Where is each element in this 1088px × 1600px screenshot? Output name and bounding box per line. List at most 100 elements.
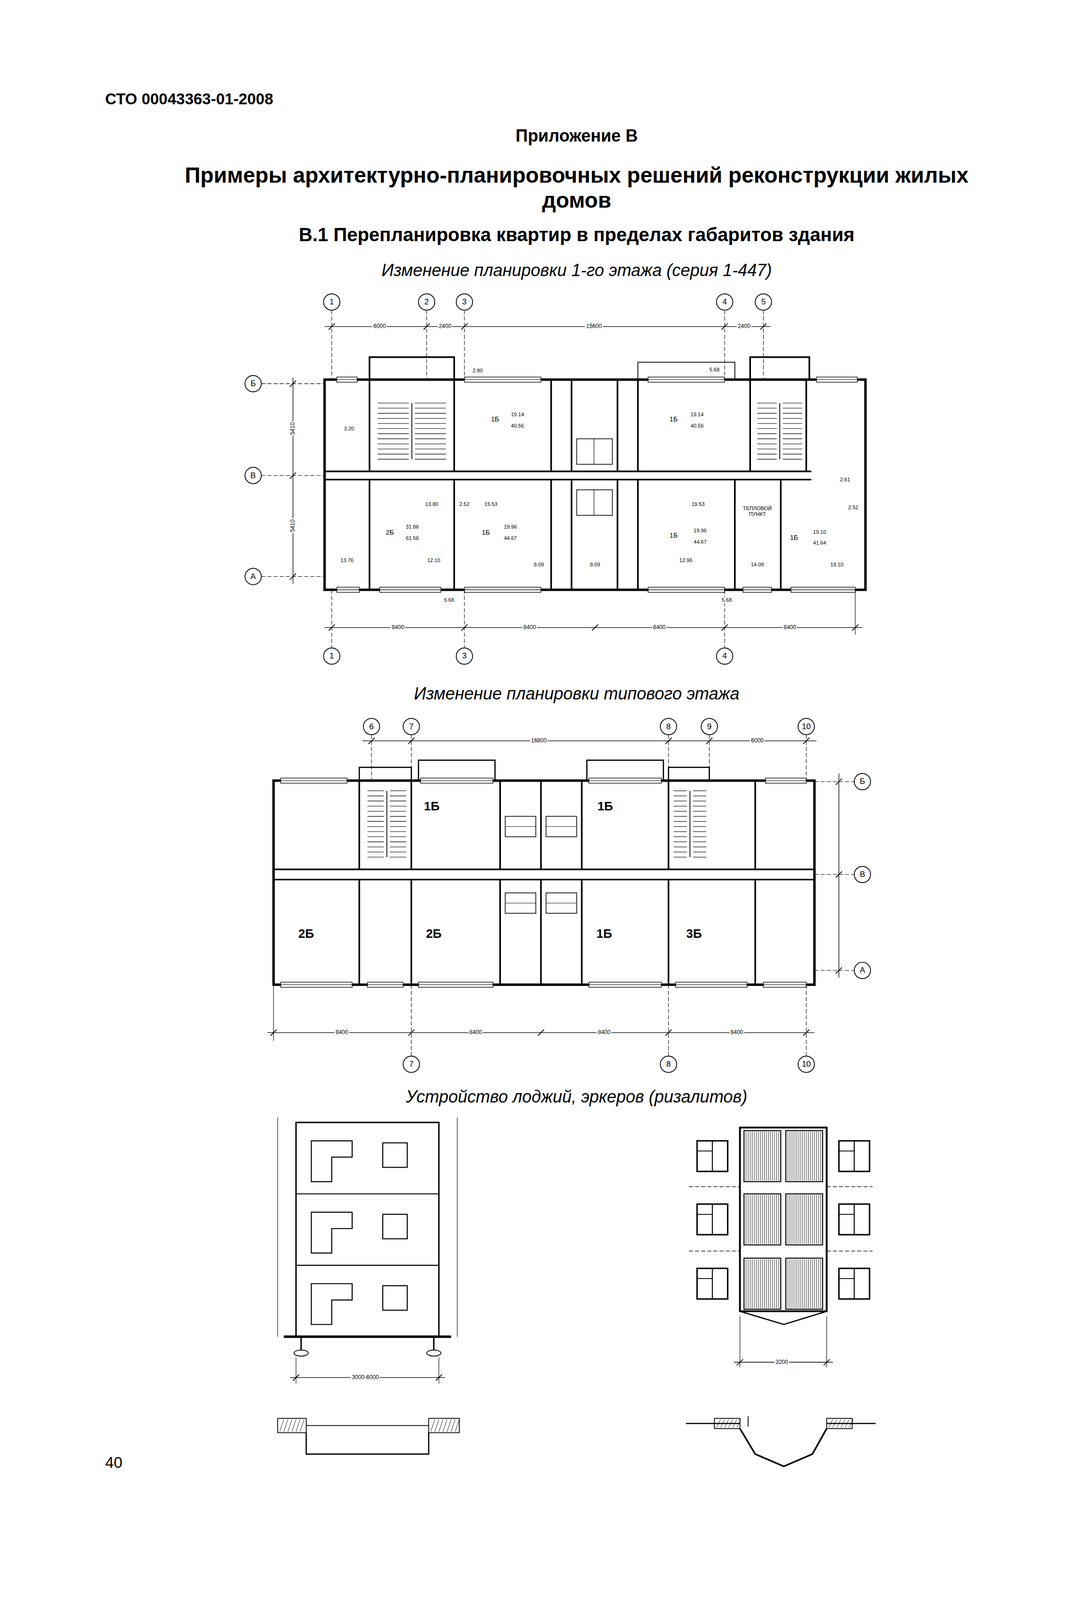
- drawing-line: [367, 841, 384, 843]
- drawing-line: [367, 851, 384, 853]
- dimension: 3200: [774, 1359, 790, 1366]
- axis-marker: А: [859, 966, 865, 976]
- drawing-line: [782, 443, 802, 445]
- drawing-line: [539, 879, 542, 986]
- drawing-line: [768, 1195, 769, 1245]
- drawing-line: [550, 379, 552, 472]
- drawing-line: [782, 454, 802, 455]
- drawing-line: [665, 737, 672, 744]
- room-area: 13.76: [339, 557, 355, 564]
- drawing-line: [816, 1259, 817, 1309]
- drawing-line: [721, 323, 728, 330]
- drawing-line: [692, 841, 707, 843]
- dimension: 8400: [782, 624, 798, 631]
- drawing-line: [367, 801, 384, 802]
- figure-subtitle: Изменение планировки 1-го этажа (серия 1…: [381, 261, 772, 280]
- drawing-line: [358, 879, 360, 986]
- drawing-line: [747, 1416, 749, 1427]
- drawing-line: [280, 780, 348, 781]
- drawing-line: [795, 1131, 797, 1181]
- drawing-line: [673, 851, 687, 853]
- drawing-line: [764, 1195, 765, 1245]
- drawing-line: [756, 1259, 757, 1309]
- dimension: 8400: [468, 1029, 483, 1037]
- drawing-outline: [311, 1140, 353, 1182]
- drawing-line: [812, 1131, 813, 1181]
- drawing-rect: [420, 778, 494, 784]
- drawing-line: [835, 967, 843, 974]
- drawing-rect: [367, 982, 404, 988]
- room-area: 14.09: [750, 561, 766, 568]
- dimension: 2400: [437, 323, 453, 330]
- drawing-line: [774, 1259, 776, 1309]
- figure-subtitle: Изменение планировки типового этажа: [413, 684, 740, 704]
- drawing-line: [750, 1195, 751, 1245]
- drawing-line: [273, 868, 815, 870]
- drawing-rect: [576, 438, 613, 465]
- drawing-line: [692, 826, 707, 827]
- apartment-type: 1Б: [668, 531, 679, 540]
- drawing-line: [692, 795, 707, 797]
- drawing-line: [747, 1259, 749, 1309]
- axis-circle: [716, 648, 734, 665]
- drawing-line: [806, 1195, 807, 1245]
- drawing-line: [408, 1029, 415, 1036]
- room-area: 18.10: [829, 561, 845, 568]
- drawing-line: [667, 780, 670, 870]
- drawing-rect: [295, 1122, 439, 1337]
- drawing-rect: [697, 1268, 728, 1299]
- drawing-line: [750, 1259, 751, 1309]
- drawing-line: [692, 816, 707, 817]
- drawing-line: [772, 1259, 773, 1309]
- axis-circle: [660, 718, 677, 735]
- drawing-line: [371, 734, 372, 781]
- drawing-rect: [464, 377, 541, 383]
- drawing-line: [826, 1316, 827, 1368]
- drawing-line: [774, 1131, 776, 1181]
- drawing-line: [750, 1131, 751, 1181]
- drawing-line: [820, 1195, 821, 1245]
- drawing-line: [283, 1335, 452, 1339]
- drawing-line: [736, 1359, 743, 1366]
- room-area: 13.80: [424, 501, 440, 507]
- drawing-line: [757, 402, 777, 404]
- drawing-line: [739, 1316, 741, 1368]
- drawing-line: [367, 790, 384, 792]
- drawing-line: [849, 1419, 854, 1428]
- drawing-line: [331, 590, 332, 649]
- drawing-line: [754, 879, 756, 986]
- axis-marker: 6: [369, 722, 374, 732]
- drawing-line: [637, 379, 639, 472]
- drawing-line: [411, 984, 412, 1056]
- drawing-rect: [337, 377, 358, 383]
- drawing-line: [806, 1131, 807, 1181]
- drawing-line: [279, 1419, 285, 1432]
- drawing-rect: [765, 778, 807, 784]
- drawing-line: [389, 841, 407, 843]
- drawing-line: [328, 323, 335, 330]
- drawing-line: [793, 1195, 795, 1245]
- axis-marker: 3: [462, 651, 467, 661]
- drawing-line: [673, 831, 687, 832]
- drawing-line: [832, 1419, 837, 1428]
- drawing-line: [800, 1259, 801, 1309]
- drawing-line: [337, 379, 358, 380]
- drawing-rect: [546, 816, 577, 837]
- dimension: 8400: [334, 1029, 350, 1037]
- drawing-rect: [668, 767, 709, 781]
- axis-marker: 10: [801, 1060, 811, 1070]
- drawing-line: [692, 805, 707, 807]
- dimension: 8400: [597, 1029, 612, 1037]
- drawing-line: [289, 380, 296, 387]
- drawing-line: [362, 740, 817, 742]
- drawing-rect: [750, 357, 810, 380]
- room-area: 40.56: [510, 422, 526, 429]
- drawing-line: [806, 984, 807, 1056]
- drawing-line: [803, 1195, 805, 1245]
- drawing-rect: [428, 1418, 460, 1433]
- drawing-line: [835, 778, 843, 785]
- drawing-line: [455, 1419, 460, 1432]
- drawing-line: [377, 428, 409, 429]
- drawing-line: [414, 443, 447, 445]
- drawing-line: [851, 624, 859, 631]
